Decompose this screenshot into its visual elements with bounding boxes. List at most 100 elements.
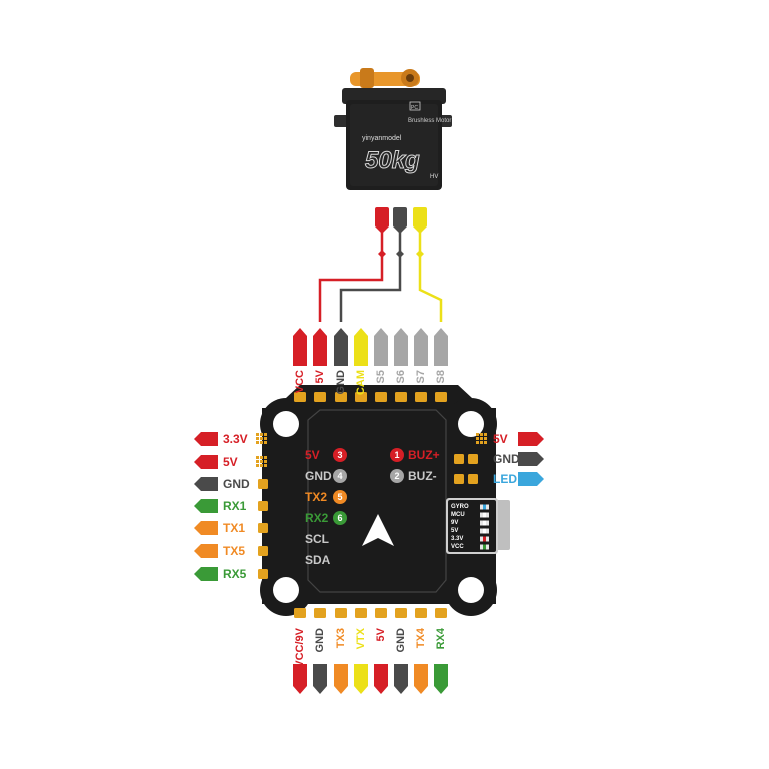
left-pin-label: RX1	[223, 499, 247, 513]
direction-arrow-icon	[362, 514, 394, 546]
bottom-pin-label: TX3	[335, 628, 347, 648]
board-label-rx2: RX2 6	[305, 511, 347, 525]
svg-text:SDA: SDA	[305, 553, 331, 567]
top-pin-s5: S5	[374, 328, 388, 383]
solder-pad	[435, 392, 447, 402]
top-pin-label: GND	[335, 370, 347, 395]
svg-text:GYRO: GYRO	[451, 504, 469, 510]
solder-pad	[294, 392, 306, 402]
bottom-pin-tx3: TX3	[334, 628, 348, 694]
bottom-pin-row: VCC/9V GND TX3 VTX 5V GND TX4 RX4	[293, 627, 448, 694]
servo-plug-dark	[393, 207, 407, 227]
top-pin-label: S5	[375, 370, 387, 383]
solder-pad	[314, 392, 326, 402]
servo-brand: yinyanmodel	[362, 135, 402, 142]
solder-pad	[294, 608, 306, 618]
solder-pad	[454, 474, 464, 484]
solder-pad	[335, 608, 347, 618]
top-pin-label: VCC	[294, 370, 306, 393]
solder-pad	[314, 608, 326, 618]
svg-text:6: 6	[337, 513, 342, 523]
right-pin-label: GND	[493, 452, 520, 466]
solder-pad	[415, 608, 427, 618]
right-pin-label: LED	[493, 472, 517, 486]
solder-pad	[355, 392, 367, 402]
top-pin-label: S8	[435, 370, 447, 383]
servo-wires	[318, 228, 443, 322]
bottom-pin-label: VTX	[355, 627, 367, 649]
left-pin-label: 3.3V	[223, 432, 248, 446]
bottom-pin-5v: 5V	[374, 627, 388, 694]
bottom-pin-gnd: GND	[394, 628, 408, 694]
servo: yinyanmodel 50kg Brushless Motor PC HV	[334, 68, 452, 190]
board-label-scl: SCL	[305, 532, 329, 546]
svg-text:2: 2	[394, 471, 399, 481]
led-5v: 5V	[451, 528, 489, 534]
left-pin-rx1: RX1	[194, 499, 247, 513]
flight-controller-board	[260, 385, 510, 616]
svg-text:TX2: TX2	[305, 490, 327, 504]
solder-pad	[335, 392, 347, 402]
led-33v: 3.3V	[451, 536, 489, 542]
svg-text:SCL: SCL	[305, 532, 329, 546]
servo-model: 50kg	[365, 147, 420, 174]
left-pin-label: TX1	[223, 521, 245, 535]
solder-pad	[258, 523, 268, 533]
svg-text:RX2: RX2	[305, 511, 329, 525]
top-pin-gnd: GND	[334, 328, 348, 394]
pad-grid	[256, 433, 267, 444]
right-pin-column: 5V GND LED	[493, 432, 544, 486]
left-pin-label: GND	[223, 477, 250, 491]
bottom-pin-tx4: TX4	[414, 627, 428, 694]
servo-motor-label: Brushless Motor	[408, 118, 451, 124]
wire-dark	[339, 228, 402, 322]
solder-pad	[375, 392, 387, 402]
left-pin-label: TX5	[223, 544, 245, 558]
svg-text:BUZ+: BUZ+	[408, 448, 440, 462]
board-right-labels: 1 BUZ+ 2 BUZ-	[390, 448, 440, 483]
solder-pads	[256, 392, 487, 618]
solder-pad	[415, 392, 427, 402]
bottom-pin-label: GND	[395, 628, 407, 653]
top-pin-5v: 5V	[313, 328, 327, 383]
left-pin-tx1: TX1	[194, 521, 245, 535]
solder-pad	[355, 608, 367, 618]
svg-text:BUZ-: BUZ-	[408, 469, 437, 483]
servo-hv-label: HV	[430, 174, 438, 180]
solder-pad	[468, 474, 478, 484]
left-pin-5v: 5V	[194, 455, 238, 469]
top-pin-vcc: VCC	[293, 328, 307, 393]
servo-horn	[350, 68, 420, 88]
bottom-pin-rx4: RX4	[434, 627, 448, 694]
servo-plug-yellow	[413, 207, 427, 227]
mount-hole	[273, 577, 299, 603]
led-9v: 9V	[451, 520, 489, 526]
left-pin-3.3v: 3.3V	[194, 432, 248, 446]
wire-yellow	[418, 228, 443, 322]
svg-text:5V: 5V	[305, 448, 320, 462]
bottom-pin-vcc/9v: VCC/9V	[293, 627, 307, 694]
led-gyro: GYRO	[451, 504, 489, 510]
bottom-pin-label: GND	[314, 628, 326, 653]
solder-pad	[258, 546, 268, 556]
pad-grid	[476, 433, 487, 444]
solder-pad	[454, 454, 464, 464]
top-pin-s8: S8	[434, 328, 448, 383]
right-pin-5v: 5V	[493, 432, 544, 446]
svg-text:5: 5	[337, 492, 342, 502]
top-pin-label: S6	[395, 370, 407, 383]
svg-text:1: 1	[394, 450, 399, 460]
wire-red	[318, 228, 384, 322]
usb-port	[496, 500, 510, 550]
svg-text:4: 4	[337, 471, 342, 481]
svg-text:3: 3	[337, 450, 342, 460]
top-pin-s6: S6	[394, 328, 408, 383]
servo-pc-label: PC	[411, 105, 418, 111]
board-label-tx2: TX2 5	[305, 490, 347, 504]
svg-text:9V: 9V	[451, 520, 458, 526]
bottom-pin-vtx: VTX	[354, 627, 368, 694]
top-pin-label: 5V	[314, 369, 326, 383]
